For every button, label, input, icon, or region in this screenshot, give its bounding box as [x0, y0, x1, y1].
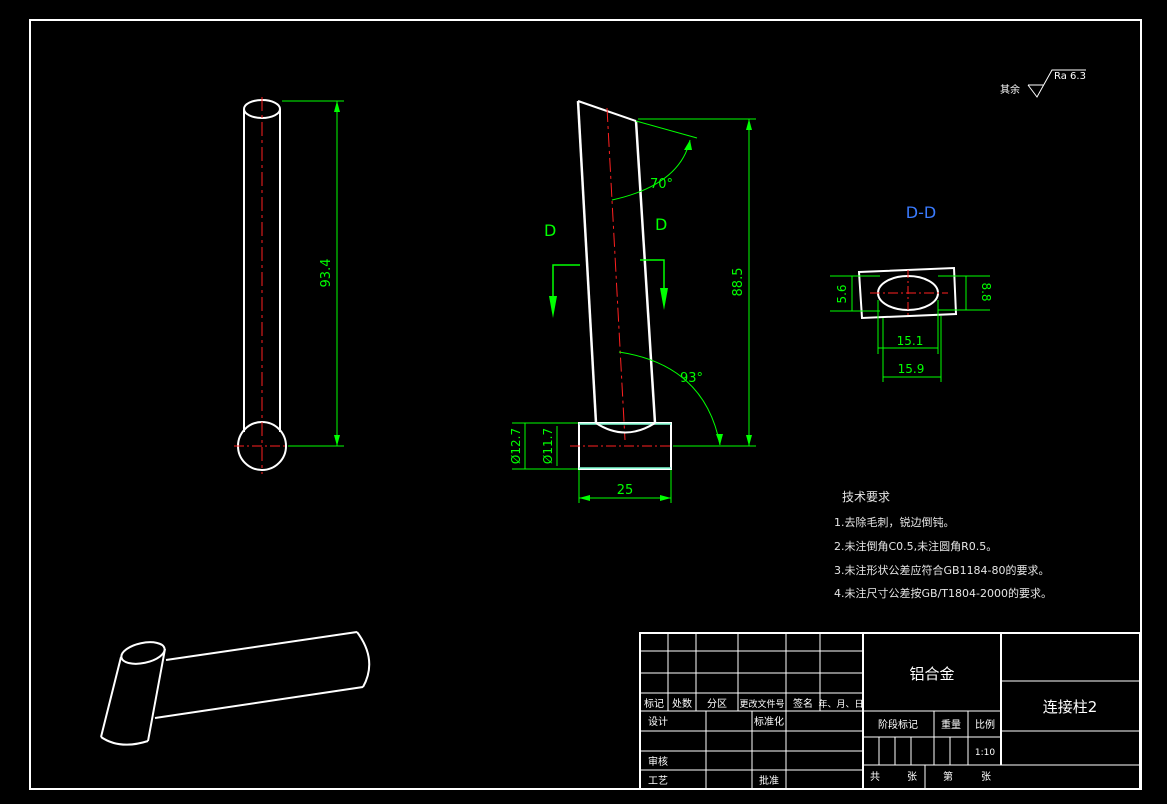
dim-25-text: 25 [617, 483, 634, 498]
roughness-check-icon [1027, 69, 1086, 98]
tb-review: 审核 [648, 755, 668, 768]
tech-requirement-item: 1.去除毛刺，锐边倒钝。 [834, 515, 955, 529]
section-arrow-right [660, 288, 668, 310]
dim-93-4-arrow-bottom [334, 435, 340, 446]
tb-stage-mark: 阶段标记 [878, 718, 918, 731]
tech-requirement-item: 3.未注形状公差应符合GB1184-80的要求。 [834, 563, 1050, 577]
front-view: 70° 93° 88.5 25 Ø12.7 Ø11.7 D D [509, 100, 756, 503]
tb-header: 更改文件号 [739, 698, 784, 710]
angle-93-text: 93° [680, 371, 703, 386]
tb-part-name: 连接柱2 [1043, 698, 1098, 716]
angle-93-arrow [716, 434, 723, 445]
isometric-view [100, 631, 371, 746]
tb-material: 铝合金 [909, 665, 954, 683]
section-title: D-D [906, 203, 936, 222]
iso-vert-left [100, 656, 122, 738]
tech-requirement-item: 2.未注倒角C0.5,未注圆角R0.5。 [834, 539, 997, 553]
section-cut-right [640, 259, 665, 304]
dim-5-6-text: 5.6 [835, 284, 849, 303]
tech-requirements: 技术要求 1.去除毛刺，锐边倒钝。 2.未注倒角C0.5,未注圆角R0.5。 3… [834, 490, 1052, 600]
tb-design: 设计 [648, 715, 668, 728]
roughness-symbol: 其余 Ra 6.3 [1000, 69, 1086, 98]
dim-dia-outer-text: Ø12.7 [509, 428, 523, 464]
angle-93-arc [618, 351, 721, 446]
iso-top-ellipse [120, 641, 166, 665]
tb-header: 标记 [644, 698, 664, 710]
tech-requirement-item: 4.未注尺寸公差按GB/T1804-2000的要求。 [834, 586, 1052, 600]
section-view: D-D 5.6 8.8 15.1 15.9 [830, 203, 993, 382]
front-view-saddle-curve [595, 422, 656, 434]
left-view: 93.4 [234, 97, 344, 474]
section-mark-left: D [544, 221, 556, 240]
dim-25-arrow-right [660, 495, 671, 501]
dim-88-5-text: 88.5 [731, 268, 746, 297]
section-cut-left [552, 264, 580, 312]
iso-arm-top [165, 631, 358, 661]
dim-88-5-arrow-top [746, 119, 752, 130]
iso-vert-bottom [100, 736, 149, 746]
tb-number: 第 [943, 770, 953, 783]
tb-header: 年、月、日 [818, 698, 863, 710]
tb-sheet: 张 [981, 771, 991, 783]
dim-88-5-arrow-bottom [746, 435, 752, 446]
section-mark-right: D [655, 215, 667, 234]
iso-arm-end [356, 631, 371, 688]
tb-standardize: 标准化 [754, 715, 784, 728]
roughness-value: Ra 6.3 [1054, 71, 1086, 82]
tb-sheets: 张 [907, 771, 917, 783]
drawing-frame [29, 19, 1142, 790]
dim-dia-inner-text: Ø11.7 [541, 428, 555, 464]
angle-70-arrow [684, 140, 692, 150]
tb-weight: 重量 [941, 718, 961, 731]
roughness-prefix: 其余 [1000, 83, 1020, 96]
tech-requirements-title: 技术要求 [842, 490, 890, 504]
dim-93-4-arrow-top [334, 101, 340, 112]
section-arrow-left [549, 296, 557, 318]
dim-8-8-text: 8.8 [979, 282, 993, 301]
tb-process: 工艺 [648, 775, 668, 787]
angle-70-ext [635, 120, 698, 139]
tb-header: 分区 [707, 698, 727, 710]
tb-header: 处数 [672, 697, 692, 710]
front-view-right-edge [634, 120, 657, 424]
tb-scale: 比例 [975, 718, 995, 731]
dim-93-4-text: 93.4 [319, 259, 334, 288]
iso-arm-bottom [154, 686, 364, 719]
front-view-left-edge [576, 100, 598, 424]
dim-15-9-text: 15.9 [898, 362, 925, 376]
dim-25-arrow-left [579, 495, 590, 501]
iso-vert-right [147, 648, 166, 742]
front-view-centerline [606, 107, 626, 441]
dim-15-1-text: 15.1 [897, 334, 924, 348]
tb-approve: 批准 [759, 774, 779, 787]
title-block-text: 铝合金 连接柱2 标记 处数 分区 更改文件号 签名 年、月、日 设计 标准化 … [644, 665, 1097, 787]
tb-total: 共 [870, 771, 880, 783]
angle-70-text: 70° [650, 177, 673, 192]
tb-scale-value: 1:10 [975, 748, 995, 758]
tb-header: 签名 [793, 697, 813, 710]
title-block [639, 632, 1141, 790]
section-outline [857, 266, 958, 320]
